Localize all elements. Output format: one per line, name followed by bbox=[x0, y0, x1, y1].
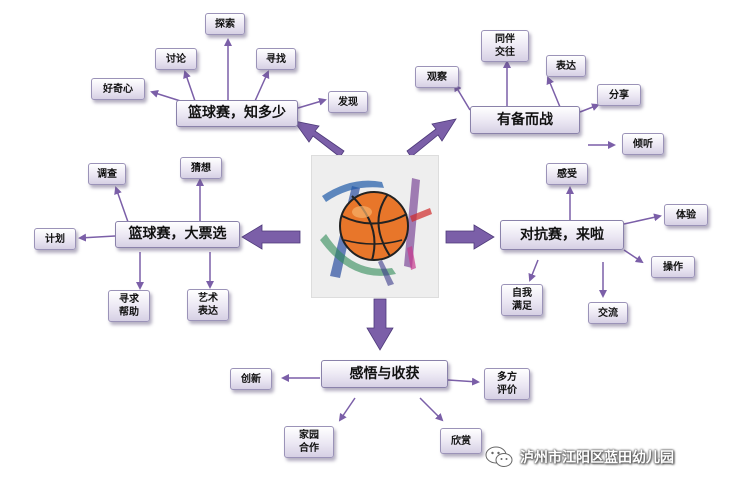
node-basketball-vote: 篮球赛，大票选 bbox=[115, 221, 240, 248]
node-appreciate: 欣赏 bbox=[440, 428, 482, 454]
connector bbox=[528, 259, 539, 282]
watermark-text: 泸州市江阳区蓝田幼儿园 bbox=[520, 450, 674, 466]
node-observe: 观察 bbox=[415, 66, 459, 88]
basketball-icon bbox=[320, 178, 432, 286]
node-multi-evaluation: 多方 评价 bbox=[484, 368, 530, 400]
connector bbox=[114, 186, 129, 223]
wechat-icon bbox=[485, 446, 513, 467]
connector bbox=[453, 83, 471, 111]
connector bbox=[254, 70, 270, 102]
connector bbox=[623, 249, 644, 264]
node-share: 分享 bbox=[597, 84, 641, 106]
node-basketball-knowledge: 篮球赛，知多少 bbox=[176, 100, 298, 127]
node-self-satisfaction: 自我 满足 bbox=[501, 284, 543, 316]
basketball-illustration bbox=[311, 155, 439, 298]
connector bbox=[579, 103, 600, 113]
node-explore: 探索 bbox=[205, 13, 245, 35]
connector bbox=[447, 377, 480, 386]
connector bbox=[546, 76, 561, 108]
connector bbox=[78, 233, 116, 242]
thick-arrow-right bbox=[445, 224, 495, 250]
node-match-coming: 对抗赛，来啦 bbox=[500, 220, 624, 250]
connector bbox=[623, 213, 662, 225]
node-discover: 发现 bbox=[328, 91, 368, 113]
thick-arrow-up-right bbox=[406, 118, 457, 158]
thick-arrow-left bbox=[241, 224, 301, 250]
node-listen: 倾听 bbox=[622, 133, 664, 155]
node-well-prepared: 有备而战 bbox=[470, 106, 580, 134]
node-experience: 体验 bbox=[664, 204, 708, 226]
thick-arrow-down bbox=[366, 298, 394, 351]
node-curiosity: 好奇心 bbox=[91, 78, 145, 100]
node-reflection-harvest: 感悟与收获 bbox=[321, 360, 448, 388]
node-discussion: 讨论 bbox=[155, 48, 197, 70]
node-feel: 感受 bbox=[546, 163, 588, 185]
node-art-expression: 艺术 表达 bbox=[187, 289, 229, 321]
connector bbox=[419, 397, 444, 422]
connector bbox=[297, 97, 327, 109]
node-survey: 调查 bbox=[88, 163, 126, 185]
connector bbox=[183, 70, 196, 102]
thick-arrow-up-left bbox=[293, 120, 345, 158]
node-seek-help: 寻求 帮助 bbox=[108, 290, 150, 322]
node-guess: 猜想 bbox=[180, 157, 222, 179]
node-plan: 计划 bbox=[34, 228, 76, 250]
node-home-school-cooperation: 家园 合作 bbox=[284, 426, 334, 458]
node-search: 寻找 bbox=[256, 48, 296, 70]
connector bbox=[338, 397, 356, 422]
watermark: 泸州市江阳区蓝田幼儿园 bbox=[484, 446, 674, 468]
node-communicate: 交流 bbox=[588, 302, 628, 324]
node-peer-interaction: 同伴 交往 bbox=[481, 30, 529, 62]
node-expression: 表达 bbox=[546, 55, 586, 77]
node-innovation: 创新 bbox=[230, 368, 272, 390]
node-operate: 操作 bbox=[651, 256, 695, 278]
